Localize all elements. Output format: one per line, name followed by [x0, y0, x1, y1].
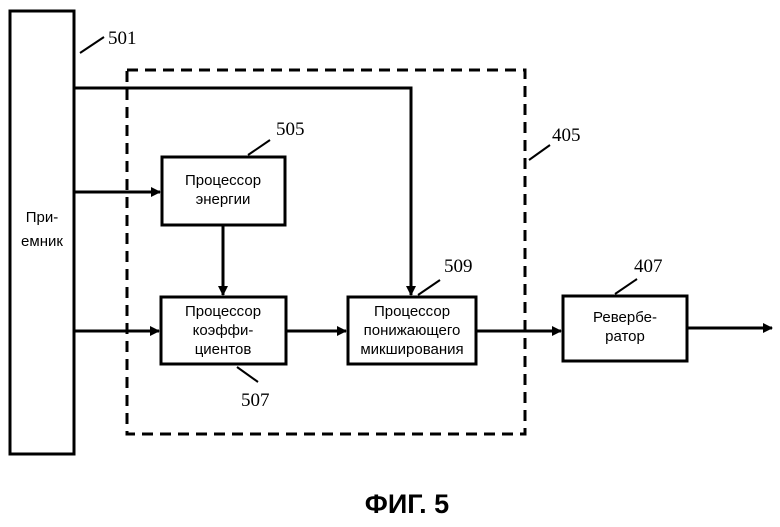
- energy-processor-line1: Процессор: [185, 172, 261, 189]
- receiver-label-line1: При-: [26, 209, 59, 226]
- downmix-processor-ref-number: 509: [444, 256, 473, 277]
- module-ref-number: 405: [552, 125, 581, 146]
- coefficient-processor-line1: Процессор: [185, 303, 261, 320]
- reverberator-line1: Ревербе-: [593, 309, 657, 326]
- module-ref-leader: [529, 145, 550, 160]
- coefficient-processor-ref-leader: [237, 367, 258, 382]
- receiver-label-line2: емник: [21, 233, 63, 250]
- energy-processor-ref-number: 505: [276, 119, 305, 140]
- reverberator-ref-leader: [615, 279, 637, 294]
- receiver-ref-leader: [80, 37, 104, 53]
- downmix-processor-ref-leader: [418, 280, 440, 295]
- downmix-processor-line2: понижающего: [364, 322, 461, 339]
- downmix-processor-line1: Процессор: [374, 303, 450, 320]
- downmix-processor-line3: микширования: [360, 341, 463, 358]
- energy-processor-ref-leader: [248, 140, 270, 155]
- coefficient-processor-line2: коэффи-: [193, 322, 254, 339]
- receiver-ref-number: 501: [108, 28, 137, 49]
- energy-processor-line2: энергии: [196, 191, 251, 208]
- figure-caption: ФИГ. 5: [365, 489, 449, 519]
- reverberator-ref-number: 407: [634, 256, 663, 277]
- coefficient-processor-ref-number: 507: [241, 390, 270, 411]
- coefficient-processor-line3: циентов: [195, 341, 252, 358]
- reverberator-line2: ратор: [605, 328, 645, 345]
- module-boundary: [127, 70, 525, 434]
